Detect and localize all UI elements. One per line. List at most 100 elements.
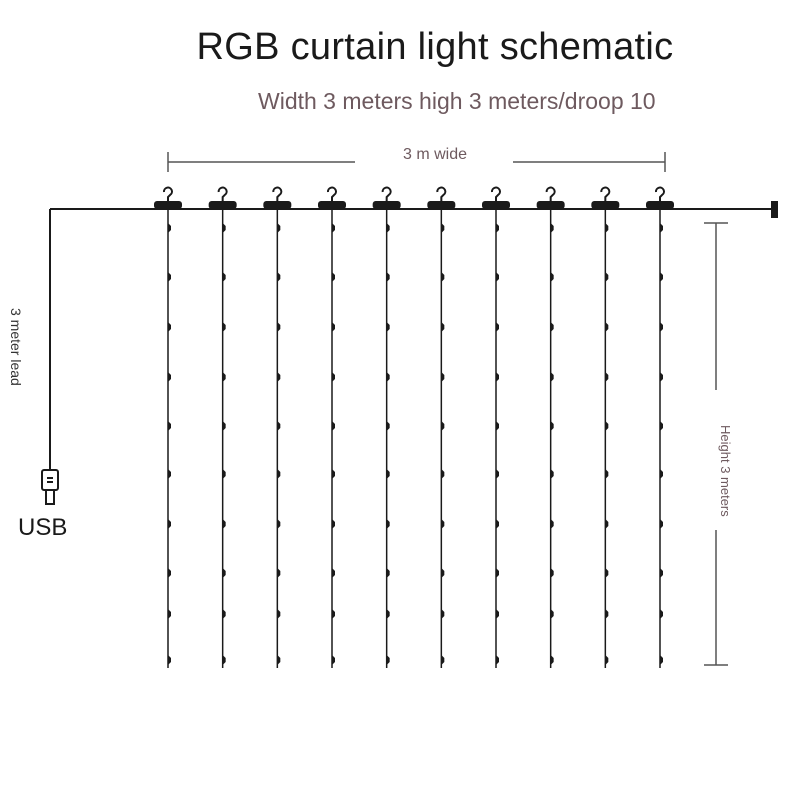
height-dimension <box>704 222 728 666</box>
led-bulb-icon <box>168 372 171 382</box>
diagram-subtitle: Width 3 meters high 3 meters/droop 10 <box>258 88 656 114</box>
led-bulb-icon <box>441 609 445 619</box>
droop-strand <box>263 186 292 668</box>
led-bulb-icon <box>222 655 226 665</box>
led-bulb-icon <box>168 609 171 619</box>
led-bulb-icon <box>605 655 609 665</box>
led-bulb-icon <box>222 609 226 619</box>
led-bulb-icon <box>386 272 390 282</box>
led-bulb-icon <box>332 568 335 578</box>
led-bulb-icon <box>386 655 390 665</box>
led-bulb-icon <box>550 655 554 665</box>
led-bulb-icon <box>277 519 281 529</box>
led-bulb-icon <box>168 421 171 431</box>
led-bulb-icon <box>605 469 609 479</box>
hook-icon <box>372 186 401 209</box>
led-bulb-icon <box>441 223 445 233</box>
led-bulb-icon <box>277 568 281 578</box>
led-bulb-icon <box>332 421 335 431</box>
hook-icon <box>318 186 346 209</box>
led-bulb-icon <box>222 421 226 431</box>
led-bulb-icon <box>496 609 499 619</box>
hook-icon <box>263 186 292 209</box>
droop-strand <box>427 186 456 668</box>
led-bulb-icon <box>222 568 226 578</box>
droop-strand <box>318 186 346 668</box>
led-bulb-icon <box>550 223 554 233</box>
led-bulb-icon <box>550 469 554 479</box>
hook-icon <box>154 186 182 209</box>
led-bulb-icon <box>660 322 663 332</box>
led-bulb-icon <box>660 568 663 578</box>
led-bulb-icon <box>386 568 390 578</box>
led-bulb-icon <box>441 655 445 665</box>
led-bulb-icon <box>222 469 226 479</box>
led-bulb-icon <box>332 655 335 665</box>
led-bulb-icon <box>605 372 609 382</box>
led-bulb-icon <box>222 223 226 233</box>
led-bulb-icon <box>441 421 445 431</box>
led-bulb-icon <box>168 223 171 233</box>
droop-strand <box>372 186 401 668</box>
led-bulb-icon <box>277 322 281 332</box>
hook-icon <box>482 186 510 209</box>
led-bulb-icon <box>332 609 335 619</box>
height-dimension-label: Height 3 meters <box>718 425 733 517</box>
hook-icon <box>591 186 620 209</box>
led-bulb-icon <box>496 469 499 479</box>
led-bulb-icon <box>496 223 499 233</box>
led-bulb-icon <box>550 568 554 578</box>
led-bulb-icon <box>550 322 554 332</box>
led-bulb-icon <box>496 519 499 529</box>
led-bulb-icon <box>277 272 281 282</box>
droop-strand <box>646 186 674 668</box>
led-bulb-icon <box>605 421 609 431</box>
led-bulb-icon <box>168 469 171 479</box>
led-bulb-icon <box>660 372 663 382</box>
led-bulb-icon <box>605 568 609 578</box>
led-bulb-icon <box>332 372 335 382</box>
led-bulb-icon <box>550 519 554 529</box>
led-bulb-icon <box>277 609 281 619</box>
led-bulb-icon <box>222 519 226 529</box>
hook-icon <box>646 186 674 209</box>
led-bulb-icon <box>660 421 663 431</box>
led-bulb-icon <box>496 272 499 282</box>
hook-icon <box>208 186 237 209</box>
led-bulb-icon <box>441 272 445 282</box>
usb-plug-icon <box>41 469 59 505</box>
droop-strand <box>536 186 565 668</box>
led-bulb-icon <box>660 469 663 479</box>
led-bulb-icon <box>277 372 281 382</box>
led-bulb-icon <box>386 223 390 233</box>
usb-label: USB <box>18 514 68 541</box>
droop-strands <box>154 186 674 668</box>
droop-strand <box>482 186 510 668</box>
led-bulb-icon <box>605 519 609 529</box>
diagram-title: RGB curtain light schematic <box>196 26 674 68</box>
led-bulb-icon <box>332 519 335 529</box>
led-bulb-icon <box>441 372 445 382</box>
led-bulb-icon <box>496 372 499 382</box>
led-bulb-icon <box>168 272 171 282</box>
droop-strand <box>154 186 182 668</box>
led-bulb-icon <box>550 421 554 431</box>
hook-icon <box>427 186 456 209</box>
led-bulb-icon <box>550 372 554 382</box>
led-bulb-icon <box>605 272 609 282</box>
led-bulb-icon <box>168 655 171 665</box>
end-cap-icon <box>771 201 778 218</box>
led-bulb-icon <box>660 272 663 282</box>
led-bulb-icon <box>386 469 390 479</box>
led-bulb-icon <box>605 322 609 332</box>
led-bulb-icon <box>441 568 445 578</box>
led-bulb-icon <box>386 609 390 619</box>
led-bulb-icon <box>277 469 281 479</box>
led-bulb-icon <box>332 322 335 332</box>
led-bulb-icon <box>441 322 445 332</box>
hook-icon <box>536 186 565 209</box>
led-bulb-icon <box>496 421 499 431</box>
led-bulb-icon <box>332 469 335 479</box>
led-bulb-icon <box>277 421 281 431</box>
